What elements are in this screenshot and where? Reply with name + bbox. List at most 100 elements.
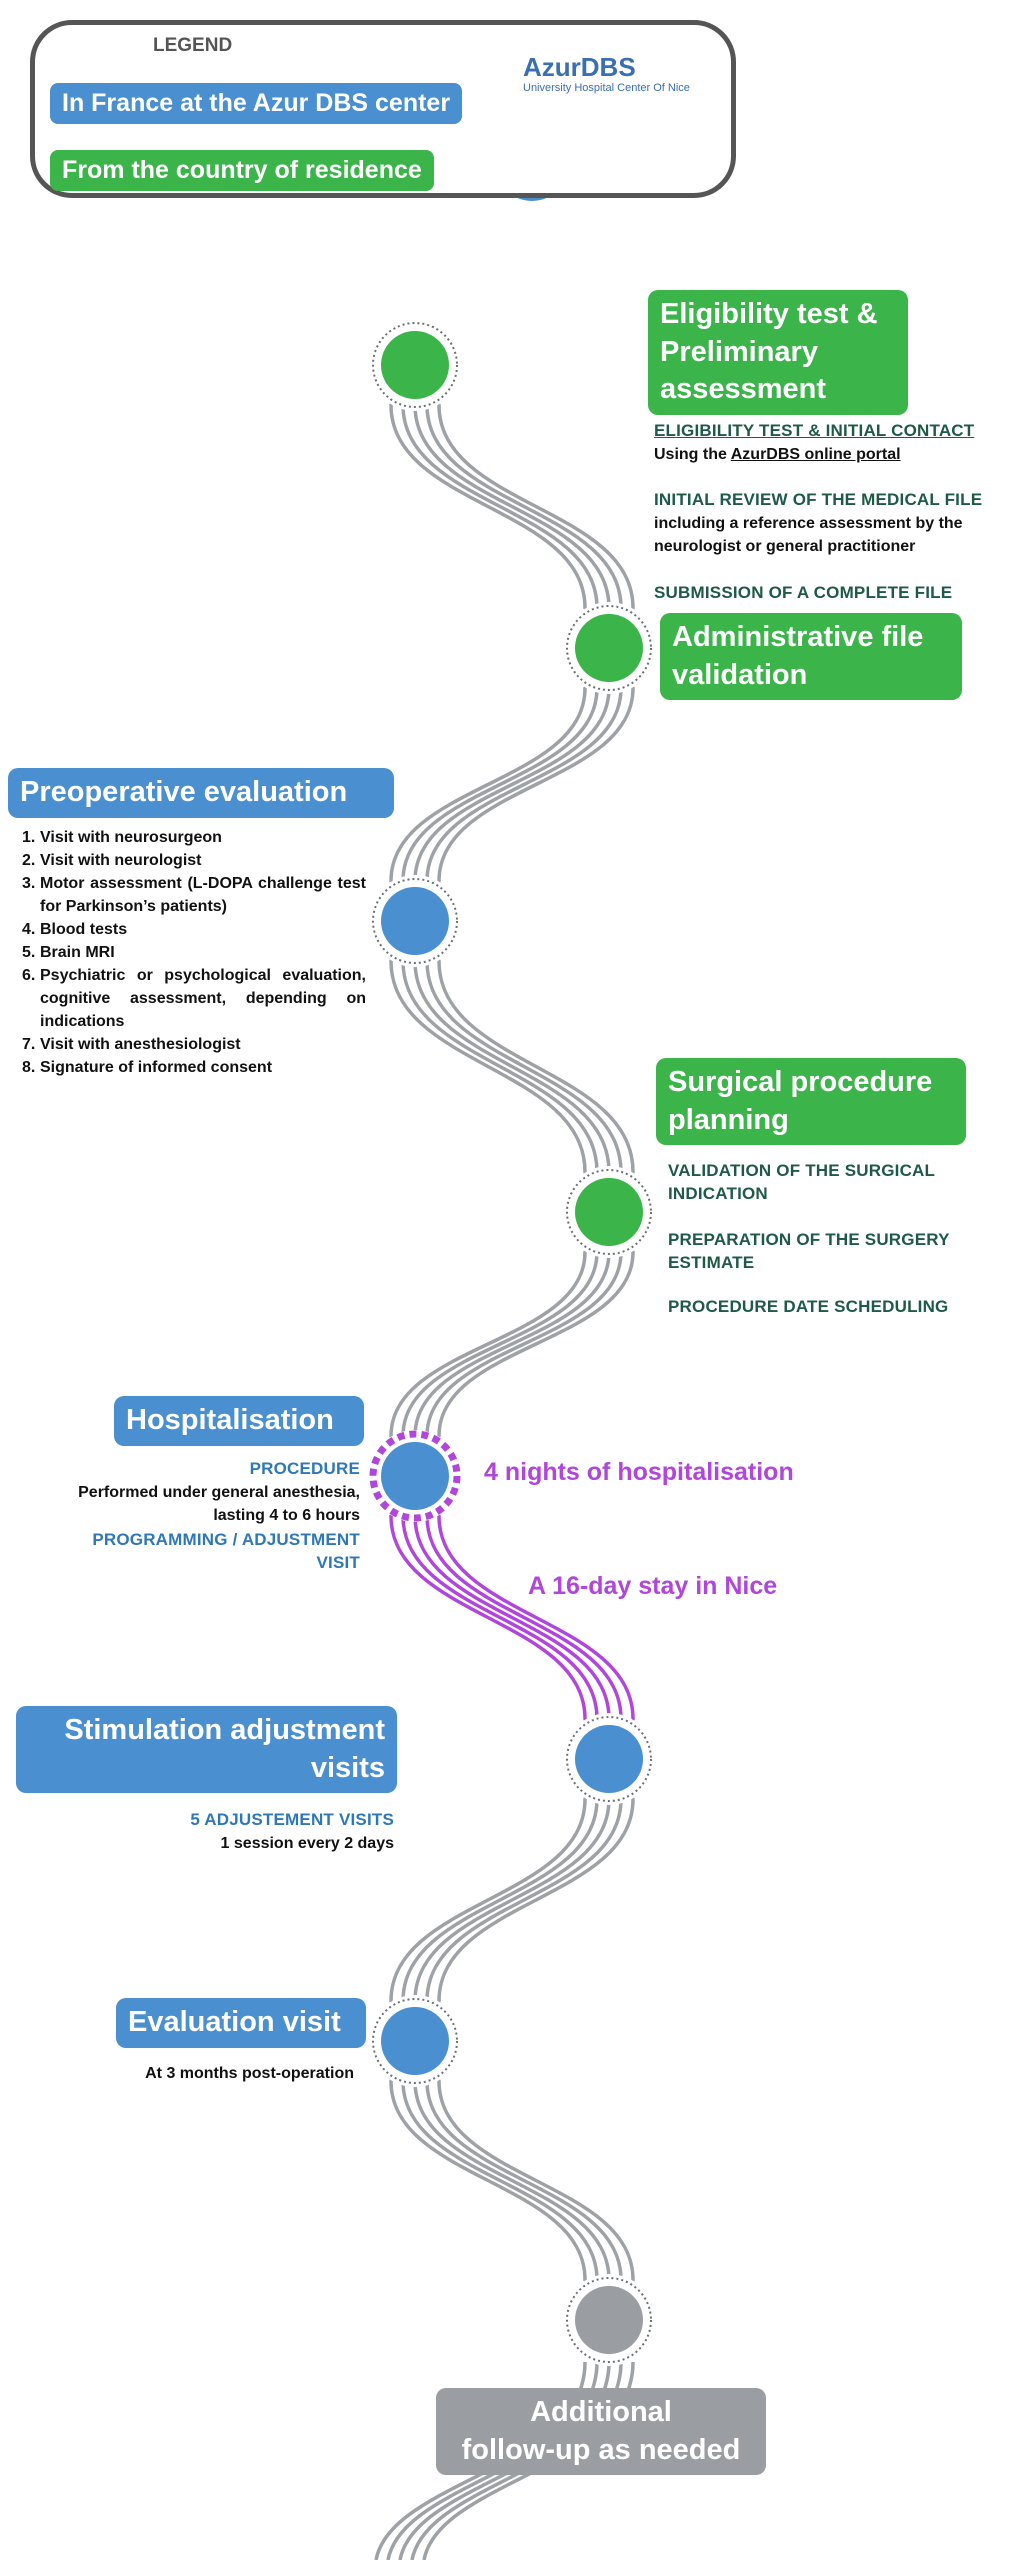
preop-list-number: 5. [22,944,36,961]
wave-line [413,1797,611,2003]
preop-list-number: 3. [22,875,36,892]
wave-line [425,2079,623,2282]
stimulation-text: 1 session every 2 days [220,1835,394,1852]
wave-connector [389,686,635,883]
planning-node [563,1166,655,1258]
procedure-text: Performed under general anesthesia, last… [78,1481,360,1527]
wave-connector [389,1250,635,1438]
preoperative-title: Preoperative evaluation [8,768,394,818]
wave-line [401,1514,599,1721]
wave-line [413,1250,611,1438]
wave-line [401,403,599,610]
azurdbs-portal-link[interactable]: AzurDBS online portal [730,446,901,463]
admin-title-line2: validation [672,658,808,691]
preop-list-text: Visit with neurosurgeon [40,829,222,846]
step-nodes [369,319,655,2366]
wave-line [401,1797,599,2003]
preop-list-item: 4.Blood tests [22,918,366,941]
wave-line [437,1250,635,1438]
hospitalisation-node [369,1430,461,1522]
preop-list-item: 5.Brain MRI [22,941,366,964]
legend-title: LEGEND [153,35,233,56]
planning-title-line1: Surgical procedure [668,1066,933,1098]
legend-france-label: In France at the Azur DBS center [50,83,463,124]
followup-title-line2: follow-up as needed [461,2433,741,2466]
preop-list-text: Signature of informed consent [40,1059,273,1076]
eligibility-text1-prefix: Using the [654,446,731,463]
preop-list-number: 7. [22,1036,36,1053]
evaluation-text: At 3 months post-operation [145,2065,354,2082]
stimulation-title-line1: Stimulation adjustment [64,1714,385,1746]
wave-line [437,1797,635,2003]
preop-list-item: 3.Motor assessment (L-DOPA challenge tes… [22,872,366,918]
programming-caption-line1: PROGRAMMING / ADJUSTMENT [92,1530,360,1549]
programming-caption: PROGRAMMING / ADJUSTMENT VISIT [92,1528,360,1574]
procedure-text-line1: Performed under general anesthesia, [78,1484,360,1501]
wave-line [401,1250,599,1438]
wave-line [389,959,587,1174]
stimulation-title-line2: visits [310,1751,385,1784]
preop-list-text: Brain MRI [40,944,115,961]
node-ring [372,1998,458,2084]
wave-connector [389,2079,635,2282]
wave-line [425,1797,623,2003]
wave-line [437,686,635,883]
wave-line [401,686,599,883]
preop-list-item: 7.Visit with anesthesiologist [22,1033,366,1056]
wave-line [401,2079,599,2282]
node-dot [575,614,643,682]
node-dot [575,2286,643,2354]
eligibility-caption2: INITIAL REVIEW OF THE MEDICAL FILE [654,490,983,509]
node-ring [566,1716,652,1802]
wave-line [389,1797,587,2003]
procedure-caption: PROCEDURE [249,1459,360,1478]
stimulation-node [563,1713,655,1805]
followup-title-line1: Additional [530,2396,672,2428]
surgical-planning-title: Surgical procedure planning [656,1058,966,1146]
wave-connector [389,959,635,1174]
node-ring [372,878,458,964]
hospitalisation-title: Hospitalisation [114,1396,364,1446]
wave-line [425,686,623,883]
planning-caption2-line1: PREPARATION OF THE SURGERY [668,1230,950,1249]
node-ring [566,605,652,691]
eligibility-node [369,319,461,411]
wave-line [389,1514,587,1721]
wave-line [437,403,635,610]
evaluation-node [369,1995,461,2087]
eligibility-title-line2: Preliminary [660,335,818,368]
admin-title-line1: Administrative file [672,621,924,653]
wave-line [437,2079,635,2282]
node-dot [575,1178,643,1246]
node-ring [369,1430,461,1522]
node-ring [372,322,458,408]
preop-list-number: 4. [22,921,36,938]
preop-list-item: 2.Visit with neurologist [22,849,366,872]
admin-node [563,602,655,694]
node-dot [381,1442,449,1510]
preop-list-item: 6.Psychiatric or psychological evaluatio… [22,964,366,1033]
eligibility-title-line1: Eligibility test & [660,298,878,330]
followup-node [563,2274,655,2366]
planning-caption1-line1: VALIDATION OF THE SURGICAL [668,1161,936,1180]
stimulation-caption: 5 ADJUSTEMENT VISITS [190,1810,394,1829]
wave-line [425,959,623,1174]
eligibility-text2: including a reference assessment by the … [654,512,963,558]
procedure-text-line2: lasting 4 to 6 hours [213,1507,360,1525]
planning-caption3: PROCEDURE DATE SCHEDULING [668,1297,949,1316]
eligibility-caption3: SUBMISSION OF A COMPLETE FILE [654,583,953,602]
wave-connector [389,1797,635,2003]
wave-line [413,403,611,610]
eligibility-title-line3: assessment [660,373,827,406]
preop-list-text: Visit with anesthesiologist [40,1036,241,1053]
wave-line [413,1514,611,1721]
node-dot [381,331,449,399]
eligibility-caption1: ELIGIBILITY TEST & INITIAL CONTACT [654,421,975,440]
preop-list-text: Blood tests [40,921,128,938]
planning-caption1-line2: INDICATION [668,1184,768,1203]
wave-line [425,403,623,610]
preop-list-text: Motor assessment (L-DOPA challenge test … [40,875,366,915]
planning-caption1: VALIDATION OF THE SURGICAL INDICATION [668,1159,935,1205]
